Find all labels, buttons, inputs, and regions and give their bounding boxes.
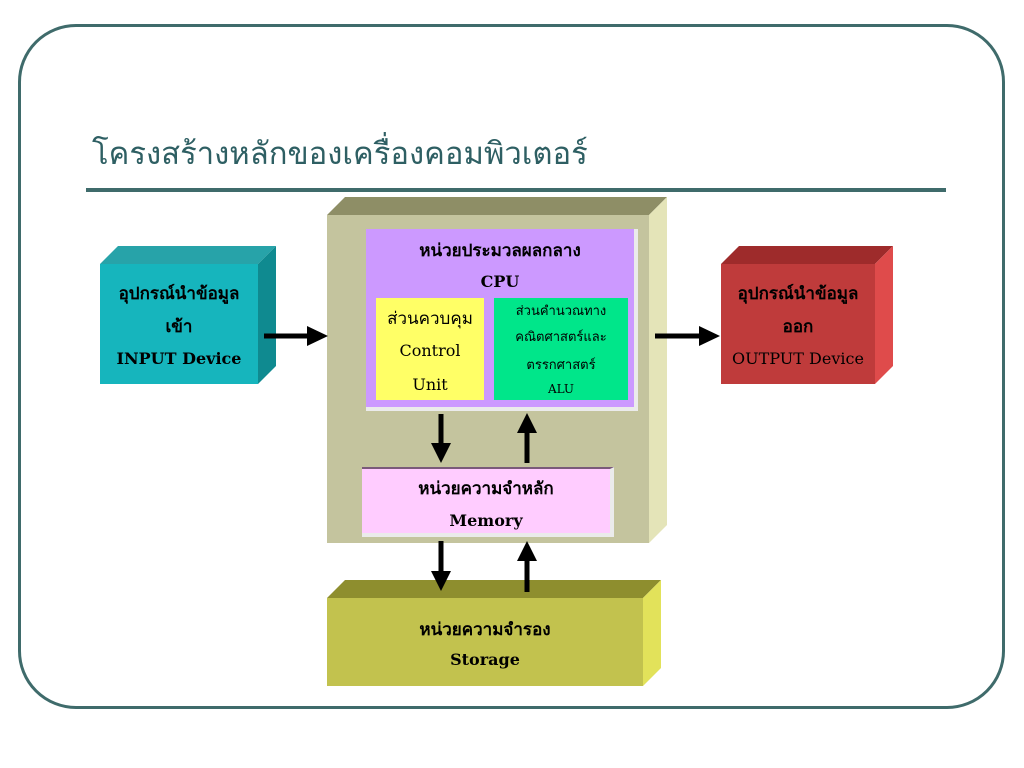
input-device-block: อุปกรณ์นำข้อมูล เข้า INPUT Device [100,246,276,384]
output-device-block: อุปกรณ์นำข้อมูล ออก OUTPUT Device [721,246,893,384]
memory-box: หน่วยความจำหลัก Memory [362,467,614,537]
storage-shape [327,580,661,686]
arrow-cpu-to-memory [431,414,451,463]
input-device-label-1: อุปกรณ์นำข้อมูล [118,284,240,304]
slide-frame [18,24,1005,709]
input-device-shape [100,246,276,384]
memory-label-thai: หน่วยความจำหลัก [418,479,554,499]
output-device-label-2: ออก [782,317,814,337]
arrow-input-to-cpu [264,326,328,346]
output-device-label-3: OUTPUT Device [732,349,864,368]
arrow-storage-to-memory [517,541,537,592]
output-device-shape [721,246,893,384]
storage-block: หน่วยความจำรอง Storage [327,580,661,686]
cpu-label: CPU [480,272,520,291]
alu-label-2: คณิตศาสตร์และ [515,330,607,345]
cpu-label-thai: หน่วยประมวลผลกลาง [419,241,581,261]
output-device-label-1: อุปกรณ์นำข้อมูล [737,284,859,304]
control-unit-label-2: Unit [412,375,448,394]
alu-box: ส่วนคำนวณทาง คณิตศาสตร์และ ตรรกศาสตร์ AL… [494,298,628,400]
input-device-label-2: เข้า [165,317,193,337]
control-unit-label-thai: ส่วนควบคุม [387,309,473,329]
arrow-memory-to-cpu [517,413,537,463]
storage-label-thai: หน่วยความจำรอง [419,620,551,640]
alu-label-3: ตรรกศาสตร์ [526,358,596,373]
title-divider [86,188,946,192]
alu-label-1: ส่วนคำนวณทาง [515,304,607,319]
alu-label-4: ALU [547,382,575,396]
slide-title: โครงสร้างหลักของเครื่องคอมพิวเตอร์ [92,136,588,172]
storage-label: Storage [450,650,520,669]
input-device-label-3: INPUT Device [116,349,242,368]
memory-label: Memory [449,511,523,530]
arrow-cpu-to-output [655,326,720,346]
control-unit-label-1: Control [399,341,461,360]
arrow-memory-to-storage [431,541,451,591]
control-unit-box: ส่วนควบคุม Control Unit [376,298,484,400]
